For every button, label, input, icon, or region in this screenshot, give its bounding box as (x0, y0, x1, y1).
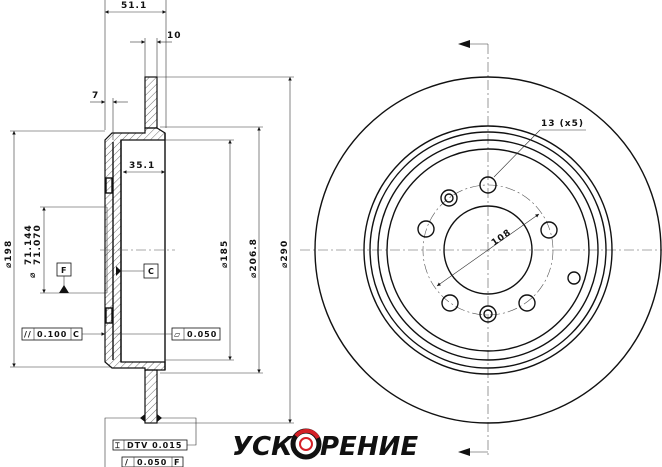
locating-holes (440, 189, 581, 323)
svg-text:⌶: ⌶ (115, 441, 121, 450)
dim-hat-diameter: ⌀198 (4, 240, 14, 268)
pcd-label: 108 (490, 228, 514, 249)
bolt-holes (417, 176, 558, 312)
dim-rotor-thickness: 10 (167, 31, 182, 41)
friction-ring-bottom (144, 369, 158, 424)
dim-inner-ring-diameter: ⌀206.8 (249, 238, 259, 278)
dim-hat-depth: 35.1 (129, 161, 155, 171)
parallelism-tolerance: // 0.100 C (21, 327, 105, 341)
svg-text:▱: ▱ (174, 330, 181, 339)
dim-overall-height: 51.1 (121, 1, 147, 11)
brand-logo: УСК РЕНИЕ (232, 428, 418, 462)
svg-text:F: F (174, 458, 180, 467)
front-view: 13 (x5) 108 (300, 40, 662, 456)
svg-text:0.050: 0.050 (187, 330, 217, 339)
dim-hub-thickness: 7 (92, 91, 99, 101)
friction-ring-top (144, 76, 158, 129)
svg-text://: // (24, 330, 32, 339)
dim-bore-max: 71.144 (24, 224, 34, 265)
dim-outer-diameter: ⌀290 (280, 240, 290, 268)
section-view: 51.1 10 7 35.1 ⌀198 ⌀ 71.144 71.070 ⌀185… (4, 0, 294, 467)
dim-bore-symbol: ⌀ (28, 272, 38, 278)
dtv-tolerance: ⌶ DTV 0.015 (104, 414, 197, 467)
svg-text:УСК: УСК (232, 432, 294, 462)
flatness-tolerance: ▱ 0.050 (113, 327, 221, 341)
svg-text:0.050: 0.050 (137, 458, 167, 467)
dim-bore-min: 71.070 (33, 224, 43, 265)
dim-inner-diameter: ⌀185 (220, 240, 230, 268)
outer-edge (314, 76, 662, 424)
svg-text:0.100: 0.100 (37, 330, 67, 339)
section-arrow-icon (458, 40, 470, 456)
svg-text:/: / (125, 458, 129, 467)
svg-text:РЕНИЕ: РЕНИЕ (320, 432, 418, 462)
datum-f: F (61, 266, 67, 275)
svg-text:DTV 0.015: DTV 0.015 (127, 441, 182, 450)
datum-c: C (148, 267, 155, 276)
svg-text:C: C (73, 330, 80, 339)
runout-tolerance: / 0.050 F (121, 456, 184, 467)
pitch-circle (422, 184, 554, 316)
bolt-holes-label: 13 (x5) (541, 119, 584, 129)
